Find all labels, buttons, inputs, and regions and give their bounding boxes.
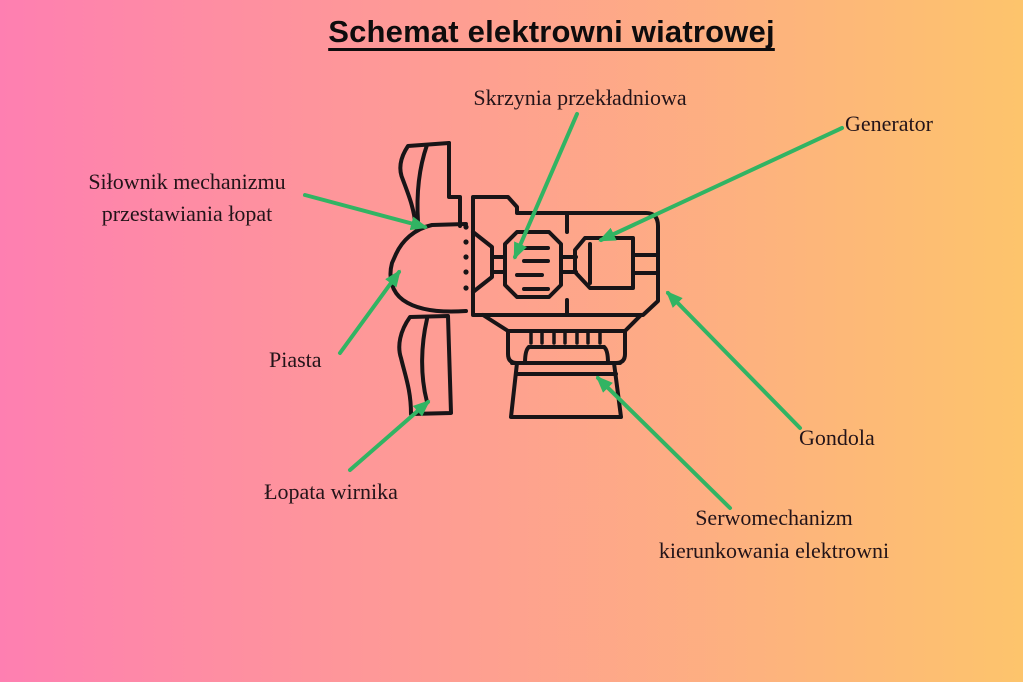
arrow-rotor-blade xyxy=(348,400,431,472)
label-nacelle: Gondola xyxy=(799,425,875,450)
gearbox-outline xyxy=(503,230,563,299)
label-pitch-actuator-line2: przestawiania łopat xyxy=(101,201,273,226)
main-shaft xyxy=(490,255,507,274)
yaw-platform xyxy=(481,313,643,333)
label-yaw-servo: Serwomechanizm kierunkowania elektrowni xyxy=(614,501,934,567)
rotor-blade-top-inner-line xyxy=(415,143,429,224)
generator-output-lines xyxy=(631,253,660,275)
gearbox-gear-lines xyxy=(515,246,550,291)
tower xyxy=(509,361,623,419)
generator-outline xyxy=(573,236,635,290)
arrow-yaw-servo xyxy=(595,375,732,510)
rotor-blade-bottom xyxy=(397,314,453,416)
arrow-generator xyxy=(598,126,844,242)
page-title: Schemat elektrowni wiatrowej xyxy=(328,14,775,49)
label-yaw-servo-line1: Serwomechanizm xyxy=(695,505,853,530)
rotor-blade-top-root xyxy=(447,141,462,228)
arrow-gearbox xyxy=(513,112,579,260)
label-gearbox: Skrzynia przekładniowa xyxy=(473,85,687,110)
rotor-blade-bottom-inner-line xyxy=(420,317,429,404)
turbine-line-art xyxy=(388,141,660,419)
arrow-pitch-actuator xyxy=(303,193,428,231)
arrow-nacelle xyxy=(665,290,802,430)
label-hub: Piasta xyxy=(269,347,322,372)
hub-outline xyxy=(388,222,468,314)
pointer-arrows xyxy=(303,112,844,510)
yaw-leg-right xyxy=(602,329,627,365)
rotor-blade-top xyxy=(398,141,451,230)
yaw-leg-left xyxy=(506,329,531,365)
arrow-hub xyxy=(338,269,401,355)
label-pitch-actuator: Siłownik mechanizmu przestawiania łopat xyxy=(37,166,337,230)
label-pitch-actuator-line1: Siłownik mechanizmu xyxy=(88,169,286,194)
hub-joint-dots xyxy=(463,224,469,291)
label-rotor-blade: Łopata wirnika xyxy=(264,479,398,504)
label-yaw-servo-line2: kierunkowania elektrowni xyxy=(658,538,890,563)
label-generator: Generator xyxy=(845,111,933,136)
main-bearing xyxy=(471,230,494,294)
yaw-gear-teeth xyxy=(529,329,602,345)
